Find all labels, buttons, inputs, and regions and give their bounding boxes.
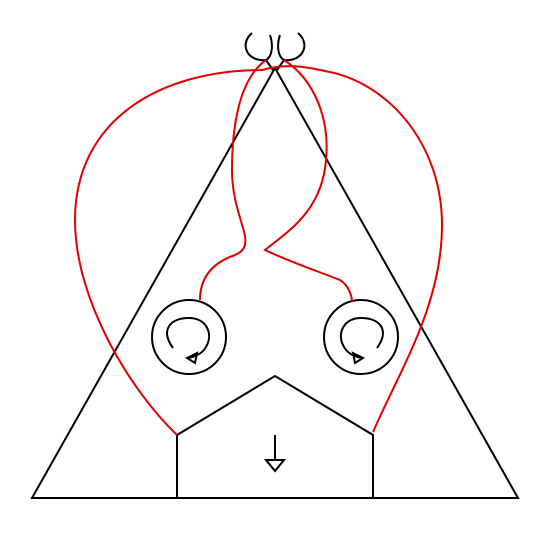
inner-red-loop-left bbox=[199, 59, 267, 301]
right-coil-spiral bbox=[339, 316, 384, 359]
left-hook-icon bbox=[244, 32, 273, 62]
outer-red-loop bbox=[73, 65, 444, 436]
right-hook-stem bbox=[276, 59, 285, 71]
clockwise-rotation-icon bbox=[151, 299, 227, 375]
right-coil-outer-circle bbox=[323, 299, 399, 375]
hook-icons bbox=[244, 32, 306, 71]
inner-red-loop-right bbox=[263, 59, 353, 303]
counterclockwise-rotation-icon bbox=[323, 299, 399, 375]
right-hook-icon bbox=[277, 32, 306, 62]
down-arrow-icon bbox=[263, 435, 287, 473]
house-shape bbox=[176, 374, 374, 499]
left-coil-outer-circle bbox=[151, 299, 227, 375]
left-coil-spiral bbox=[166, 316, 211, 359]
right-coil-arrowhead bbox=[351, 351, 366, 365]
left-coil-arrowhead bbox=[184, 351, 199, 365]
